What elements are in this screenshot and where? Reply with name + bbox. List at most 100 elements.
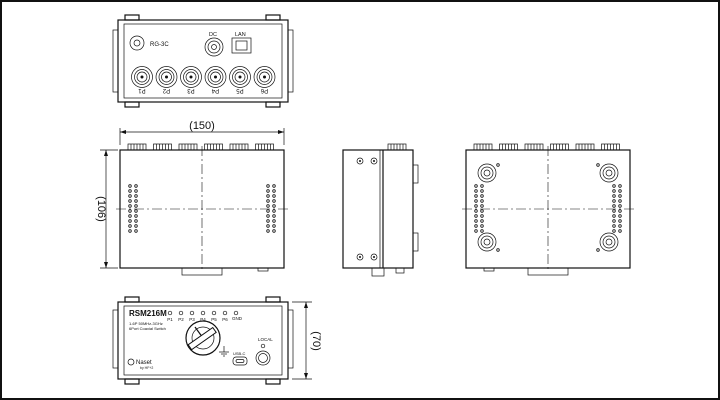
vent-hole: [612, 184, 616, 188]
gnd-label: GND: [232, 316, 243, 321]
vent-hole: [474, 219, 478, 223]
vent-hole: [272, 184, 276, 188]
vent-hole: [480, 194, 484, 198]
local-label: LOCAL: [258, 337, 273, 342]
bnc-connector-pin: [189, 75, 193, 79]
vent-hole: [128, 204, 132, 208]
local-led: [260, 343, 266, 349]
bnc-connector-icon[interactable]: [155, 66, 178, 88]
vent-hole: [128, 184, 132, 188]
vent-hole: [266, 209, 270, 213]
rubber-foot-screw: [605, 238, 613, 246]
vent-hole: [474, 194, 478, 198]
vent-hole: [266, 194, 270, 198]
vent-hole: [128, 214, 132, 218]
vent-hole: [266, 219, 270, 223]
vent-hole: [272, 199, 276, 203]
front-port-label: P5: [211, 317, 217, 322]
brand-name: Naset: [136, 360, 152, 366]
vent-hole: [480, 219, 484, 223]
bnc-connector-icon[interactable]: [253, 66, 276, 88]
vent-hole: [480, 224, 484, 228]
rubber-foot-screw: [605, 169, 613, 177]
bnc-connector-inner: [259, 71, 270, 83]
rear-port-label: P1: [138, 87, 146, 93]
vent-hole: [128, 189, 132, 193]
local-button[interactable]: [255, 350, 271, 366]
vent-hole: [612, 209, 616, 213]
bnc-connector-inner: [210, 71, 221, 83]
vent-hole: [480, 199, 484, 203]
vent-hole: [612, 229, 616, 233]
vent-hole: [480, 229, 484, 233]
top-view: (150) (106): [95, 120, 288, 276]
vent-hole: [480, 184, 484, 188]
rear-port-label: P6: [260, 87, 268, 93]
vent-hole: [474, 204, 478, 208]
dc-label: DC: [209, 32, 217, 38]
vent-hole: [618, 189, 622, 193]
bnc-connector-ring: [134, 69, 150, 85]
vent-hole: [272, 204, 276, 208]
vent-hole: [480, 209, 484, 213]
vent-hole: [134, 199, 138, 203]
usb-c-port-icon: [232, 356, 248, 366]
bnc-connector-ring: [207, 69, 224, 85]
vent-hole: [134, 219, 138, 223]
vent-hole: [612, 224, 616, 228]
port-led: [211, 310, 217, 316]
rear-port-label: P5: [236, 87, 244, 93]
vent-hole: [618, 224, 622, 228]
bnc-connector-ring: [158, 69, 175, 85]
front-port-label: P4: [200, 317, 206, 322]
vent-hole: [612, 189, 616, 193]
port-led: [178, 310, 184, 316]
bnc-connector-pin: [140, 75, 144, 79]
vent-hole: [272, 189, 276, 193]
port-led: [200, 310, 206, 316]
front-port-label: P1: [167, 317, 173, 322]
rubber-foot-icon: [477, 232, 497, 252]
vent-hole: [266, 224, 270, 228]
rubber-foot-screw: [483, 238, 491, 246]
vent-hole: [474, 184, 478, 188]
front-model-label: RSM216M: [129, 309, 167, 318]
vent-hole: [128, 224, 132, 228]
vent-hole: [266, 214, 270, 218]
rubber-foot-icon: [599, 232, 619, 252]
bnc-connector-ring: [183, 69, 199, 85]
screw-hole: [596, 163, 600, 167]
vent-hole: [612, 204, 616, 208]
front-desc-line1: 1-6P 50MHz-3GHz: [129, 321, 163, 326]
bnc-connector-icon[interactable]: [180, 66, 202, 88]
bnc-connector-icon[interactable]: [204, 66, 227, 88]
vent-hole: [134, 204, 138, 208]
vent-hole: [618, 214, 622, 218]
port-led: [167, 310, 173, 316]
screw-hole: [596, 248, 600, 252]
rubber-foot-ring: [480, 235, 494, 249]
bnc-connector-icon[interactable]: [229, 66, 251, 88]
lan-label: LAN: [235, 32, 246, 38]
ground-symbol-icon: [219, 346, 229, 357]
vent-hole: [618, 219, 622, 223]
vent-hole: [618, 199, 622, 203]
vent-hole: [128, 209, 132, 213]
vent-hole: [272, 219, 276, 223]
rubber-foot-ring: [602, 166, 616, 180]
vent-hole: [612, 199, 616, 203]
rubber-foot-screw: [483, 169, 491, 177]
front-port-label: P6: [222, 317, 228, 322]
vent-hole: [474, 209, 478, 213]
bnc-connector-ring: [256, 69, 273, 85]
vent-hole: [272, 214, 276, 218]
vent-hole: [272, 209, 276, 213]
height-dimension: (106): [95, 196, 107, 222]
bnc-connector-inner: [161, 71, 172, 83]
vent-hole: [266, 184, 270, 188]
bnc-connector-pin: [214, 75, 217, 79]
rotary-selector-knob[interactable]: [185, 320, 221, 356]
bnc-connector-inner: [185, 71, 197, 83]
bnc-connector-icon[interactable]: [131, 66, 153, 88]
